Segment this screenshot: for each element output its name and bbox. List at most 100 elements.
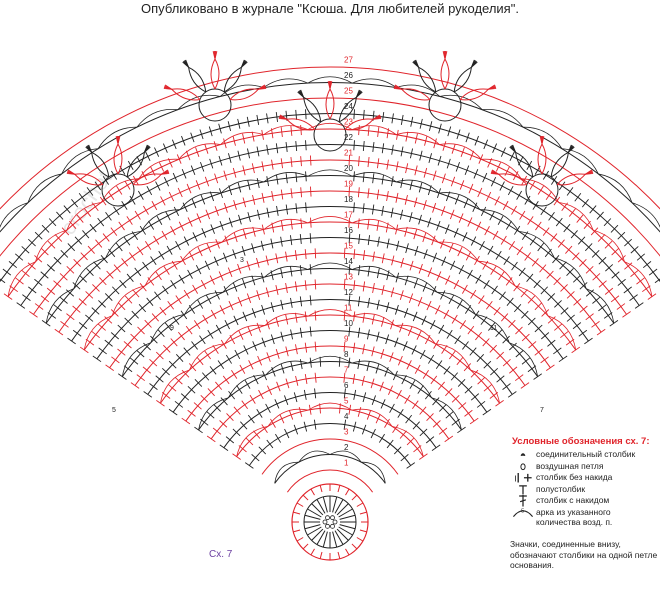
row-stitch xyxy=(284,428,290,439)
row-stitch xyxy=(554,300,562,308)
row-stitch xyxy=(144,319,152,328)
row-stitch xyxy=(636,277,645,285)
petal-tip-stitch xyxy=(161,172,170,175)
row-stitch xyxy=(207,329,214,339)
row-stitch xyxy=(495,328,503,338)
row-stitch xyxy=(98,300,106,308)
petal-tip-stitch xyxy=(568,146,575,153)
row-stitch xyxy=(436,220,441,231)
row-stitch xyxy=(455,161,460,172)
row-stitch xyxy=(375,363,380,374)
row-stitch xyxy=(247,414,255,424)
row-stitch xyxy=(400,178,404,189)
row-stitch xyxy=(636,253,646,261)
row-stitch xyxy=(367,157,370,168)
row-stitch xyxy=(394,337,399,348)
center-outer-stitch xyxy=(296,502,304,507)
row-stitch xyxy=(111,286,120,295)
center-outer-stitch xyxy=(359,529,367,533)
row-stitch xyxy=(136,350,145,358)
row-stitch xyxy=(343,419,347,430)
row-stitch xyxy=(399,209,404,220)
petal-loop xyxy=(418,66,437,92)
row-stitch xyxy=(261,337,266,348)
row-stitch xyxy=(443,366,451,375)
row-number-label: 12 xyxy=(344,288,353,297)
petal-loop xyxy=(74,173,104,186)
row-stitch xyxy=(136,374,146,382)
row-stitch xyxy=(137,326,145,335)
row-stitch xyxy=(280,220,284,231)
row-stitch xyxy=(310,186,312,197)
row-stitch xyxy=(591,249,600,258)
row-stitch xyxy=(604,287,614,295)
row-stitch xyxy=(314,372,317,383)
row-stitch xyxy=(304,311,307,322)
scallop-arch xyxy=(274,461,299,484)
row-stitch xyxy=(129,357,139,365)
row-stitch xyxy=(314,279,317,290)
row-stitch xyxy=(492,143,498,153)
row-stitch xyxy=(319,403,321,414)
row-number-label: 2 xyxy=(344,443,349,452)
row-stitch xyxy=(505,220,512,230)
row-stitch xyxy=(550,233,558,242)
row-stitch xyxy=(305,140,307,151)
scallop-arch xyxy=(480,209,520,232)
row-stitch xyxy=(470,393,480,401)
row-number-label: 16 xyxy=(344,226,353,235)
legend-item-half-double: полустолбик xyxy=(512,484,658,496)
row-stitch xyxy=(60,249,69,258)
petal-tip-stitch xyxy=(67,169,76,175)
row-stitch xyxy=(219,188,224,198)
scallop-arch xyxy=(351,408,393,427)
row-stitch xyxy=(531,258,539,267)
petal-loop xyxy=(171,88,201,100)
row-stitch xyxy=(485,191,492,202)
row-stitch xyxy=(362,203,365,214)
legend-item-chain: воздушная петля xyxy=(512,461,658,473)
row-stitch xyxy=(242,229,247,240)
row-stitch xyxy=(87,245,95,254)
row-stitch xyxy=(170,280,177,289)
row-stitch xyxy=(521,333,530,342)
row-stitch xyxy=(246,148,251,159)
row-stitch xyxy=(409,260,414,271)
row-stitch xyxy=(290,157,293,168)
row-stitch xyxy=(233,315,239,326)
row-stitch xyxy=(194,378,203,387)
row-stitch xyxy=(463,363,472,372)
center-stitch xyxy=(304,524,321,530)
row-stitch xyxy=(526,273,534,282)
row-stitch xyxy=(397,355,403,366)
row-stitch xyxy=(305,202,307,213)
row-stitch xyxy=(540,332,550,340)
row-stitch xyxy=(358,265,361,276)
row-stitch xyxy=(352,373,356,384)
scallop-arch xyxy=(561,148,599,175)
row-stitch xyxy=(182,202,188,212)
row-stitch xyxy=(348,404,352,415)
row-stitch xyxy=(131,310,139,319)
scallop-arch xyxy=(222,275,265,293)
center-stitch xyxy=(307,526,322,536)
scallop-arch xyxy=(439,143,482,160)
row-stitch xyxy=(399,290,404,300)
row-stitch xyxy=(598,256,607,265)
row-stitch xyxy=(381,253,385,264)
row-stitch xyxy=(419,118,423,129)
row-stitch xyxy=(93,261,101,270)
row-stitch xyxy=(187,385,196,394)
scallop-arch xyxy=(121,342,151,377)
row-stitch xyxy=(275,111,278,122)
row-stitch xyxy=(436,188,441,198)
row-number-label: 21 xyxy=(344,149,353,158)
row-stitch xyxy=(533,373,543,380)
row-stitch xyxy=(393,446,402,455)
row-stitch xyxy=(464,409,473,417)
row-stitch xyxy=(71,199,79,208)
row-stitch xyxy=(432,170,437,181)
legend: Условные обозначения сх. 7: соединительн… xyxy=(512,436,658,529)
scallop-arch xyxy=(396,132,440,145)
scallop-arch xyxy=(308,402,352,411)
